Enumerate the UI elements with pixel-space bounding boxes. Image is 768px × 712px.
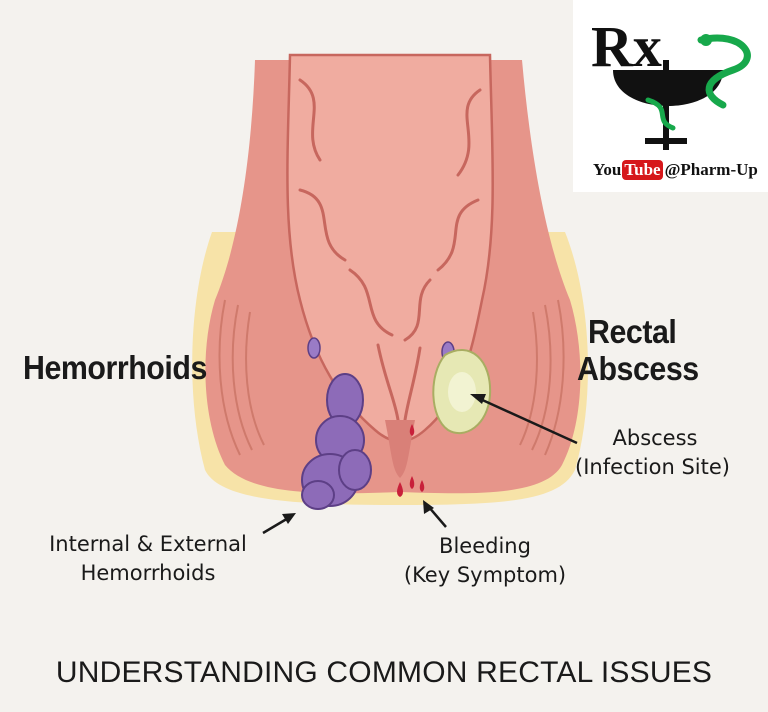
abscess-heading-line1: Rectal xyxy=(588,313,677,350)
abscess-pocket xyxy=(432,349,492,435)
youtube-channel-tag: You Tube @Pharm-Up xyxy=(593,160,758,180)
blood-drops xyxy=(397,424,425,497)
sphincter-muscle-right xyxy=(519,299,565,456)
abscess-callout-line1: Abscess xyxy=(612,426,698,450)
callout-arrows xyxy=(262,394,578,535)
youtube-you-text: You xyxy=(593,160,622,179)
pharm-up-logo: Rx You Tube @Pharm-Up xyxy=(573,0,768,192)
page-caption: UNDERSTANDING COMMON RECTAL ISSUES xyxy=(55,656,713,689)
bleeding-callout-line2: (Key Symptom) xyxy=(403,563,567,587)
mucosal-folds xyxy=(298,78,482,422)
sphincter-muscle-left xyxy=(218,299,265,456)
abscess-callout-line2: (Infection Site) xyxy=(575,455,730,479)
abscess-heading-line2: Abscess xyxy=(577,350,699,387)
logo-rx-letters: Rx xyxy=(591,14,662,79)
channel-handle: @Pharm-Up xyxy=(664,160,758,179)
rx-caduceus-icon: Rx xyxy=(591,14,751,150)
hemorrhoid-cluster xyxy=(301,373,372,510)
youtube-tube-badge: Tube xyxy=(622,160,663,180)
hemorrhoids-callout-line1: Internal & External xyxy=(49,532,247,556)
hemorrhoids-callout-line2: Hemorrhoids xyxy=(80,561,216,585)
bleeding-callout-line1: Bleeding xyxy=(439,534,531,558)
anal-canal xyxy=(385,420,415,478)
hemorrhoids-heading: Hemorrhoids xyxy=(23,349,207,386)
